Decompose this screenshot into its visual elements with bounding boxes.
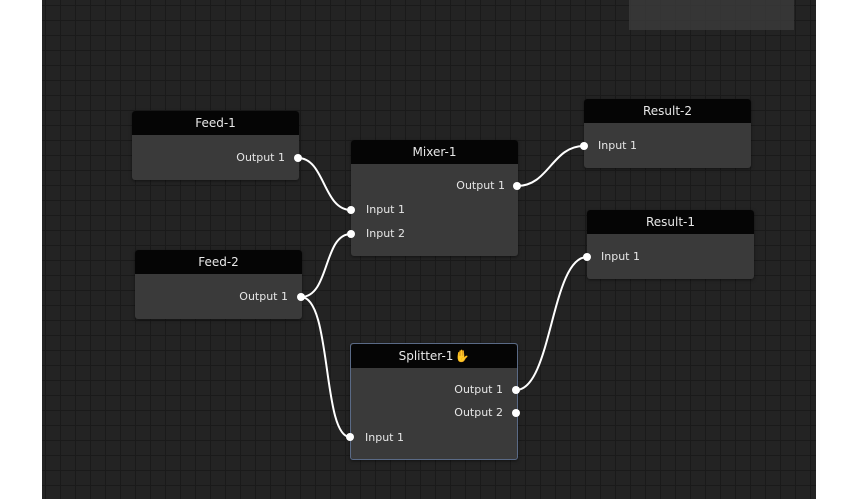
input-port-dot[interactable] [347,230,355,238]
node-feed-1[interactable]: Feed-1 Output 1 [132,111,302,180]
node-title[interactable]: Feed-1 [132,111,299,135]
output-port-dot[interactable] [512,386,520,394]
node-graph-canvas[interactable]: Feed-1 Output 1 Feed-2 Output 1 Mixer-1 … [42,0,816,499]
output-port-label: Output 1 [454,383,503,396]
output-port-dot[interactable] [294,154,302,162]
input-port-dot[interactable] [580,142,588,150]
input-port-dot[interactable] [347,206,355,214]
output-port-dot[interactable] [513,182,521,190]
output-port-dot[interactable] [297,293,305,301]
wire-feed1-to-mixer1-input1[interactable] [297,157,352,211]
output-port-label: Output 1 [456,179,505,192]
node-title[interactable]: Splitter-1✋ [351,344,517,368]
wire-splitter1-to-result1-input1[interactable] [515,256,588,391]
input-port-dot[interactable] [346,433,354,441]
input-port-label: Input 2 [366,227,405,240]
output-port-label: Output 1 [236,151,285,164]
input-port-label: Input 1 [598,139,637,152]
node-title[interactable]: Result-2 [584,99,751,123]
node-mixer-1[interactable]: Mixer-1 Input 1 Input 2 Output 1 [347,140,521,256]
minimap[interactable] [629,0,794,30]
output-port-label: Output 1 [239,290,288,303]
node-feed-2[interactable]: Feed-2 Output 1 [135,250,305,319]
input-port-label: Input 1 [366,203,405,216]
output-port-label: Output 2 [454,406,503,419]
node-title[interactable]: Mixer-1 [351,140,518,164]
input-port-label: Input 1 [601,250,640,263]
node-splitter-1[interactable]: Splitter-1✋ Output 1 Output 2 Input 1 [346,343,520,460]
node-result-1[interactable]: Result-1 Input 1 [583,210,754,279]
node-title-text: Splitter-1 [398,349,454,363]
node-title[interactable]: Feed-2 [135,250,302,274]
grab-hand-icon: ✋ [454,349,470,363]
wire-feed2-to-splitter1-input1[interactable] [300,296,351,438]
node-title[interactable]: Result-1 [587,210,754,234]
input-port-dot[interactable] [583,253,591,261]
wire-feed2-to-mixer1-input2[interactable] [300,233,352,298]
output-port-dot[interactable] [512,409,520,417]
node-result-2[interactable]: Result-2 Input 1 [580,99,751,168]
wire-mixer1-to-result2-input1[interactable] [516,145,585,187]
input-port-label: Input 1 [365,431,404,444]
